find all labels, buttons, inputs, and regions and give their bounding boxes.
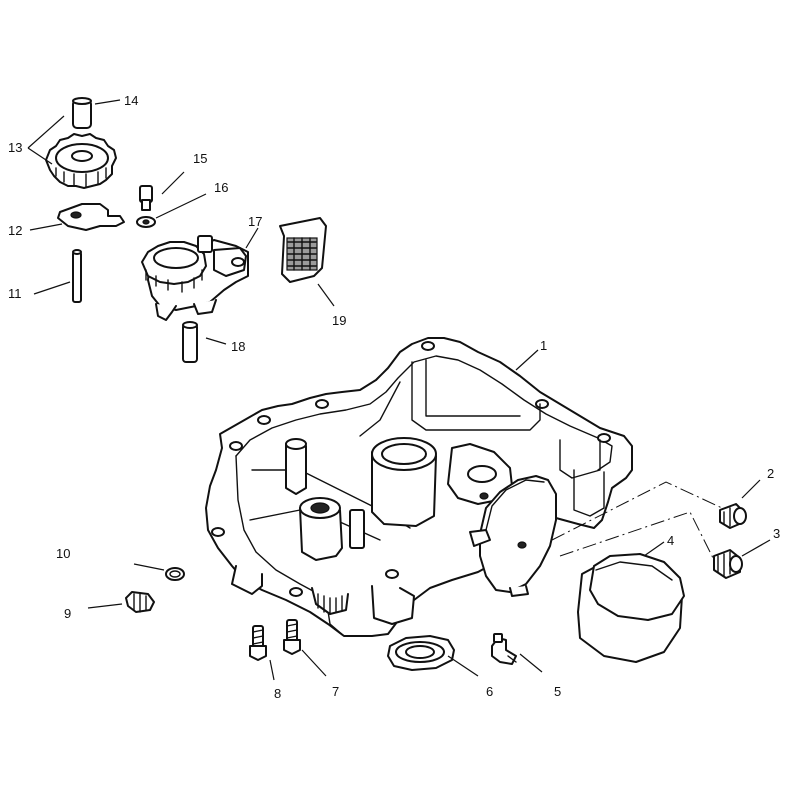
callout-3: 3 [773, 526, 780, 541]
part-13-gear [45, 133, 117, 189]
callout-18: 18 [231, 339, 245, 354]
callout-1: 1 [540, 338, 547, 353]
part-9-plug [125, 591, 155, 613]
part-4-oil-filter [577, 553, 685, 663]
part-11-shaft [72, 249, 82, 303]
callout-14: 14 [124, 93, 138, 108]
callout-13: 13 [8, 140, 22, 155]
part-6-oil-seal [387, 635, 455, 671]
part-7-bolt [283, 619, 301, 655]
part-slinger-disc [469, 475, 557, 597]
callout-9: 9 [64, 606, 71, 621]
callout-19: 19 [332, 313, 346, 328]
callout-17: 17 [248, 214, 262, 229]
part-16-washer [136, 216, 156, 228]
callout-7: 7 [332, 684, 339, 699]
callout-11: 11 [8, 286, 22, 301]
part-10-o-ring [165, 567, 185, 581]
callout-16: 16 [214, 180, 228, 195]
part-8-bolt [249, 625, 267, 661]
callout-4: 4 [667, 533, 674, 548]
part-2-plug [719, 503, 747, 529]
callout-6: 6 [486, 684, 493, 699]
part-19-strainer [279, 217, 327, 283]
callout-15: 15 [193, 151, 207, 166]
part-1-case [205, 337, 633, 637]
part-3-plug [713, 549, 743, 579]
callout-8: 8 [274, 686, 281, 701]
part-18-shaft [182, 321, 198, 363]
part-5-sensor [491, 633, 517, 665]
callout-2: 2 [767, 466, 774, 481]
callout-labels: 1 2 3 4 5 6 7 8 9 10 11 12 13 14 15 16 1… [8, 93, 780, 701]
part-15-bolt [139, 185, 153, 211]
part-14-pin [72, 97, 92, 129]
leader-lines [27, 99, 771, 681]
callout-10: 10 [56, 546, 70, 561]
part-17-pump-assembly [141, 235, 249, 321]
callout-5: 5 [554, 684, 561, 699]
callout-12: 12 [8, 223, 22, 238]
part-12-plate [57, 203, 125, 231]
